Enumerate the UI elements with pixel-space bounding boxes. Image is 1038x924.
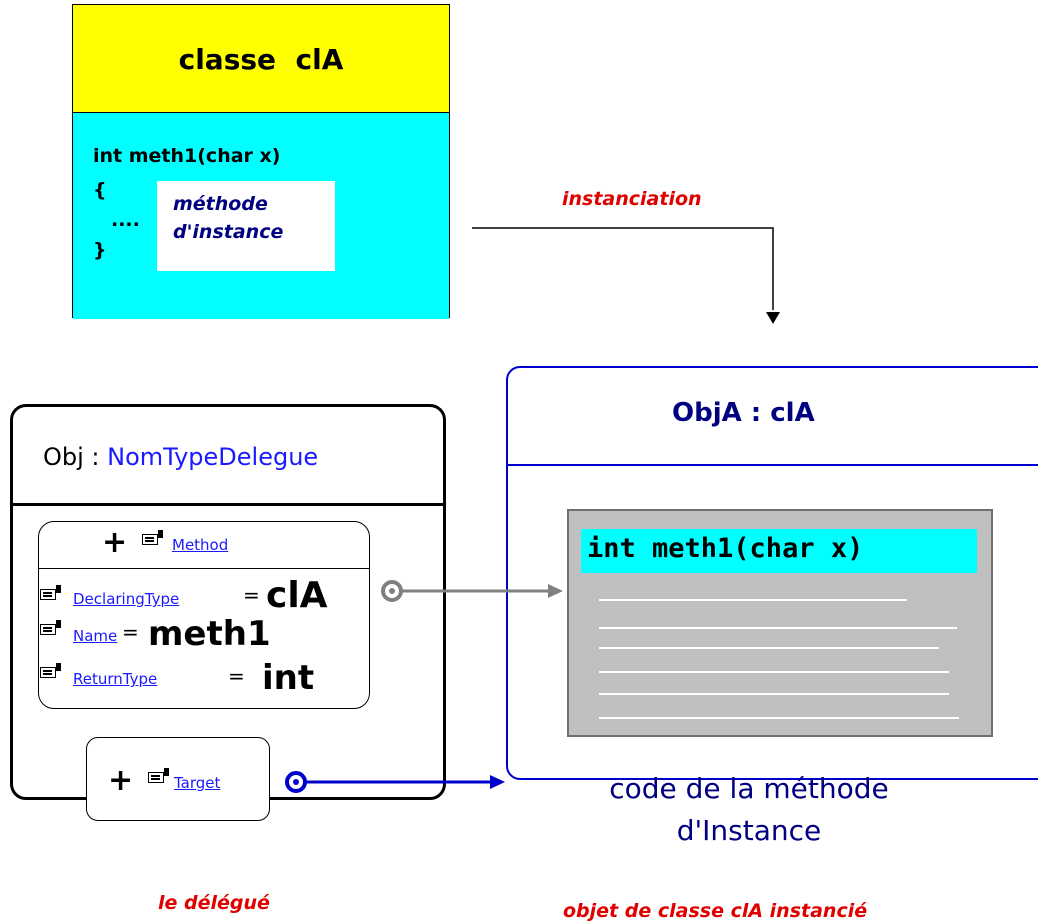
- instanciation-arrow-line: [472, 227, 774, 310]
- class-header: classe clA: [73, 5, 449, 113]
- code-line: [599, 627, 957, 629]
- brace-open: {: [93, 179, 107, 201]
- property-icon: [148, 768, 170, 787]
- object-label: objet de classe clA instancié: [563, 900, 868, 922]
- caption-line: code de la méthode: [609, 772, 889, 805]
- divider: [39, 568, 369, 569]
- delegate-title: Obj : NomTypeDelegue: [43, 443, 318, 471]
- method-reference-connector: [381, 580, 563, 602]
- method-code-panel: int meth1(char x): [567, 509, 993, 737]
- note-line: méthode: [173, 193, 268, 215]
- code-header-highlight: [581, 529, 977, 573]
- name-value: meth1: [148, 614, 271, 654]
- return-type-value: int: [262, 658, 315, 698]
- name-link[interactable]: Name: [73, 627, 118, 645]
- method-arrowhead: [548, 584, 563, 598]
- declaring-type-value: clA: [266, 575, 328, 616]
- code-line: [599, 671, 949, 673]
- code-line: [599, 599, 907, 601]
- class-title: classe clA: [178, 43, 344, 76]
- instanciation-arrowhead: [766, 312, 780, 324]
- property-icon: [40, 585, 62, 604]
- code-line: [599, 647, 939, 649]
- divider: [508, 464, 1038, 466]
- expand-method-icon[interactable]: +: [102, 525, 128, 560]
- target-property-box: [86, 737, 270, 821]
- declaring-type-link[interactable]: DeclaringType: [73, 590, 180, 608]
- target-arrowhead: [490, 775, 505, 789]
- brace-close: }: [93, 239, 107, 261]
- property-icon: [40, 663, 62, 682]
- class-body: int meth1(char x) { .... } méthode d'ins…: [73, 113, 449, 319]
- delegate-label: le délégué: [158, 892, 270, 914]
- instanciation-label: instanciation: [562, 188, 702, 210]
- equals-sign: =: [228, 664, 245, 688]
- object-title: ObjA : clA: [672, 398, 815, 428]
- property-icon: [40, 620, 62, 639]
- equals-sign: =: [122, 620, 139, 644]
- instance-method-note: méthode d'instance: [157, 181, 335, 271]
- code-line: [599, 693, 949, 695]
- divider: [13, 503, 443, 506]
- code-header: int meth1(char x): [587, 533, 864, 564]
- method-property-box: [38, 521, 370, 709]
- delegate-type-name: NomTypeDelegue: [107, 443, 319, 471]
- method-body-dots: ....: [111, 209, 140, 231]
- target-reference-connector: [285, 771, 505, 793]
- code-caption: code de la méthode d'Instance: [506, 768, 992, 852]
- class-box: classe clA int meth1(char x) { .... } mé…: [72, 4, 450, 319]
- expand-target-icon[interactable]: +: [108, 763, 134, 798]
- method-signature: int meth1(char x): [93, 145, 281, 167]
- code-line: [599, 717, 959, 719]
- method-link[interactable]: Method: [172, 536, 229, 554]
- equals-sign: =: [243, 583, 260, 607]
- return-type-link[interactable]: ReturnType: [73, 670, 158, 688]
- target-link[interactable]: Target: [174, 774, 221, 792]
- delegate-obj-label: Obj :: [43, 443, 108, 471]
- note-line: d'instance: [173, 221, 284, 243]
- caption-line: d'Instance: [676, 814, 822, 847]
- property-icon: [142, 530, 164, 549]
